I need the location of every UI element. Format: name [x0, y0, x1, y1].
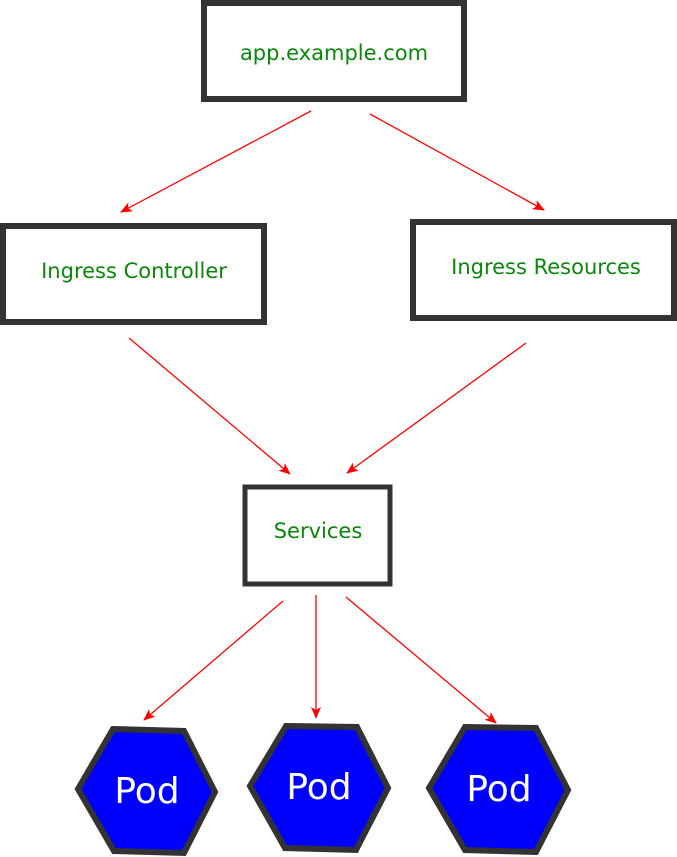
- node-pod-2[interactable]: Pod: [246, 722, 392, 854]
- edge-services-to-pod-1: [143, 600, 284, 721]
- edge-services-to-pod-3: [345, 596, 497, 724]
- edge-ingress-controller-to-services: [128, 337, 291, 475]
- edge-app-to-ingress-controller: [120, 110, 312, 213]
- node-label: Ingress Resources: [451, 255, 641, 279]
- node-box: [0, 223, 267, 325]
- edges: [120, 110, 545, 724]
- node-app-domain[interactable]: app.example.com: [201, 0, 467, 102]
- pod-label: Pod: [114, 771, 179, 812]
- pod-hexagon-icon: [246, 722, 392, 854]
- node-services[interactable]: Services: [242, 484, 393, 587]
- pod-label: Pod: [466, 769, 531, 810]
- node-pod-1[interactable]: Pod: [74, 725, 219, 857]
- pod-hexagon-icon: [425, 723, 572, 856]
- node-ingress-resources[interactable]: Ingress Resources: [410, 219, 677, 321]
- node-label: Services: [274, 519, 363, 543]
- node-box: [410, 219, 677, 321]
- node-label: Ingress Controller: [41, 259, 227, 283]
- edge-app-to-ingress-resources: [369, 113, 545, 211]
- node-label: app.example.com: [240, 41, 428, 65]
- pod-label: Pod: [286, 767, 351, 808]
- edge-ingress-resources-to-services: [346, 342, 527, 474]
- node-box: [242, 484, 393, 587]
- node-ingress-controller[interactable]: Ingress Controller: [0, 223, 267, 325]
- pod-hexagon-icon: [74, 725, 219, 857]
- node-box: [201, 0, 467, 102]
- node-pod-3[interactable]: Pod: [425, 723, 572, 856]
